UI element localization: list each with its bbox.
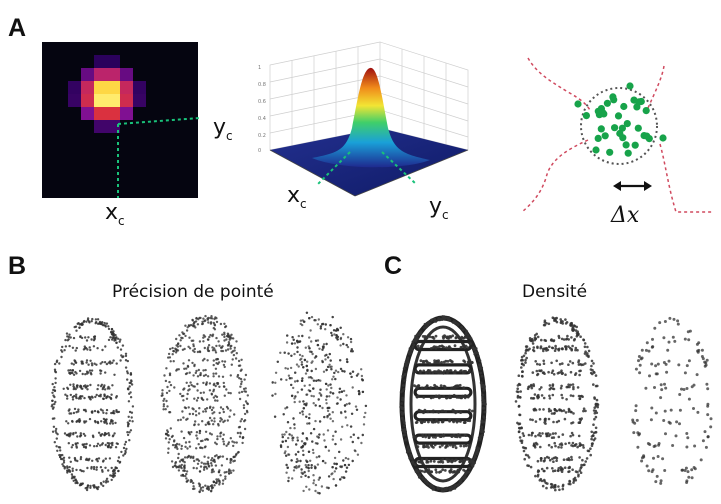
mito-density-medium [514, 316, 600, 492]
psf-pixel [94, 107, 107, 120]
precision-caption: Précision de pointé [112, 282, 274, 302]
localization-point [626, 82, 634, 90]
psf-pixel [107, 94, 120, 107]
localization-point [611, 124, 619, 132]
panel-label-b: B [8, 252, 27, 280]
psf-pixel [94, 68, 107, 81]
xc-label: xc [105, 200, 125, 228]
localization-point [631, 141, 639, 149]
localization-point [582, 112, 591, 120]
panel-label-a: A [8, 14, 27, 42]
mitochondria-row [50, 311, 713, 495]
localization-point [620, 102, 628, 111]
localization-point [633, 103, 641, 111]
localization-point [594, 107, 602, 115]
psf-pixel [107, 107, 120, 120]
psf-pixel [94, 94, 107, 107]
localization-point [642, 107, 650, 115]
svg-text:0: 0 [258, 148, 261, 154]
svg-text:0.4: 0.4 [258, 116, 266, 122]
localization-point [659, 134, 667, 142]
psf-pixel [107, 120, 120, 133]
plot-xc-label: xc [287, 183, 307, 211]
psf-pixel [68, 81, 81, 94]
psf-pixel [120, 94, 133, 107]
gaussian-peak [312, 67, 430, 168]
mito-density-low [631, 316, 713, 485]
localization-point [594, 134, 602, 142]
plot-yc-guide [381, 151, 417, 185]
localization-point [614, 112, 623, 120]
localization-point [574, 100, 582, 108]
yc-label: yc [213, 115, 233, 143]
localization-point [597, 125, 605, 133]
plot-xc-guide [317, 151, 351, 185]
psf-pixel [68, 94, 81, 107]
localization-point [630, 96, 638, 104]
psf-pixel-image [42, 42, 201, 198]
psf-pixel [94, 81, 107, 94]
panel-label-c: C [384, 252, 403, 280]
plot-tick-labels: 1 0.8 0.6 0.4 0.2 0 [258, 65, 266, 154]
yc-guide-line [117, 117, 201, 125]
psf-pixel [94, 55, 107, 68]
psf-pixel [133, 81, 146, 94]
localization-point [623, 120, 631, 128]
localization-point [603, 99, 612, 107]
localization-point [592, 146, 600, 154]
svg-text:0.8: 0.8 [258, 82, 266, 88]
psf-pixel [120, 68, 133, 81]
localization-point [601, 132, 609, 140]
localization-point [606, 148, 614, 156]
svg-text:0.6: 0.6 [258, 99, 266, 105]
psf-pixel [120, 81, 133, 94]
psf-pixel [81, 81, 94, 94]
mito-precision-low [271, 311, 368, 495]
delta-x-label: Δx [610, 203, 640, 228]
psf-pixel [94, 120, 107, 133]
psf-pixel [133, 94, 146, 107]
localization-point [643, 132, 651, 140]
psf-pixel [107, 55, 120, 68]
gaussian-3d-plot: 1 0.8 0.6 0.4 0.2 0 [258, 41, 469, 197]
psf-pixel [81, 94, 94, 107]
psf-pixel [107, 81, 120, 94]
psf-pixel [120, 107, 133, 120]
localization-point [624, 149, 632, 157]
mito-density-high [399, 315, 487, 493]
localization-point [634, 124, 642, 132]
mito-precision-medium [160, 314, 249, 494]
svg-text:1: 1 [258, 65, 261, 71]
psf-pixel [81, 107, 94, 120]
localization-point [622, 141, 630, 149]
plot-grid [269, 41, 469, 151]
density-caption: Densité [522, 282, 588, 302]
svg-text:0.2: 0.2 [258, 133, 266, 139]
psf-pixel [81, 68, 94, 81]
localization-cloud [574, 82, 667, 157]
localization-point [610, 96, 618, 104]
localization-schematic [521, 57, 712, 213]
plot-yc-label: yc [429, 194, 449, 222]
localization-point [616, 129, 624, 138]
localization-boundary [580, 87, 658, 165]
mito-precision-high [50, 317, 135, 492]
psf-pixel [107, 68, 120, 81]
